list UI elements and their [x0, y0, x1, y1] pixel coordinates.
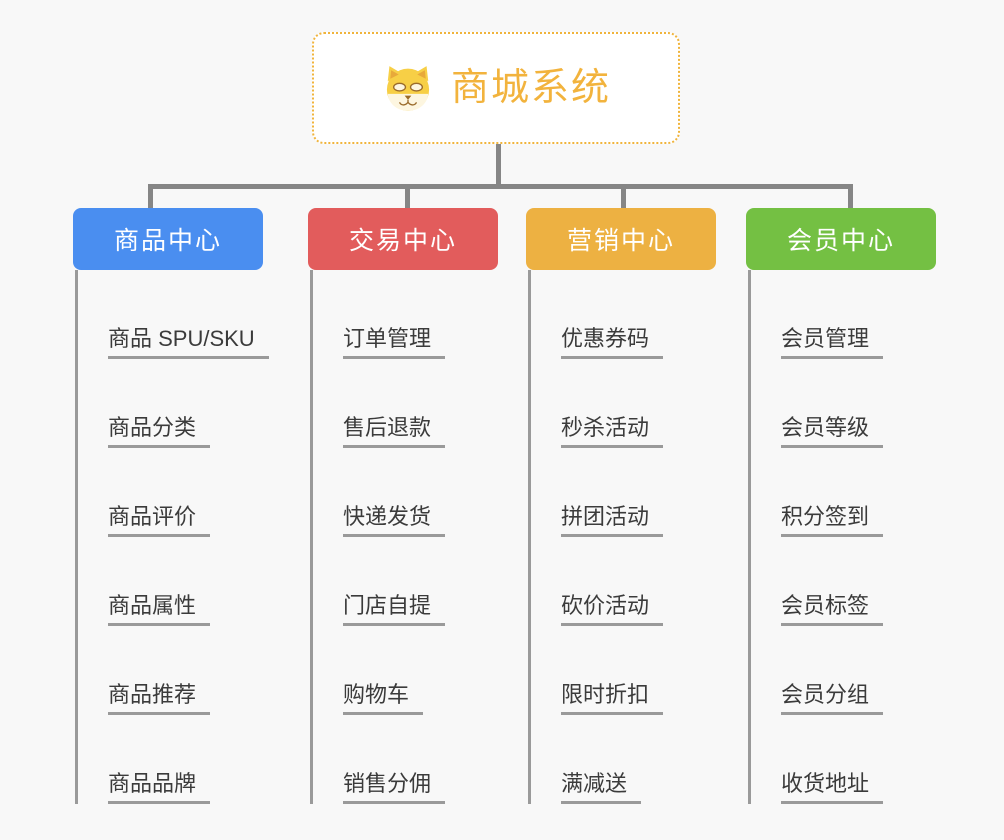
leaf-label: 会员等级	[781, 415, 884, 448]
connector-drop-2	[405, 184, 410, 208]
leaf-item[interactable]: 商品分类	[78, 359, 263, 448]
leaf-item[interactable]: 购物车	[313, 626, 498, 715]
leaf-label: 商品品牌	[108, 771, 211, 804]
leaf-label: 快递发货	[343, 504, 446, 537]
leaf-label: 会员分组	[781, 682, 884, 715]
category-header-2[interactable]: 交易中心	[308, 208, 498, 270]
leaf-item[interactable]: 售后退款	[313, 359, 498, 448]
category-column: 商品中心商品 SPU/SKU 商品分类商品评价商品属性商品推荐商品品牌	[73, 208, 269, 804]
leaf-item[interactable]: 会员标签	[751, 537, 936, 626]
category-title: 交易中心	[348, 227, 457, 255]
leaf-item[interactable]: 优惠券码	[531, 270, 716, 359]
leaf-label: 收货地址	[781, 771, 884, 804]
leaf-item[interactable]: 销售分佣	[313, 715, 498, 804]
leaf-list: 商品 SPU/SKU 商品分类商品评价商品属性商品推荐商品品牌	[75, 270, 269, 804]
category-title: 商品中心	[113, 227, 222, 255]
leaf-label: 购物车	[343, 682, 424, 715]
root-title: 商城系统	[450, 67, 611, 109]
leaf-label: 商品 SPU/SKU	[108, 326, 269, 359]
leaf-item[interactable]: 会员等级	[751, 359, 936, 448]
leaf-item[interactable]: 商品 SPU/SKU	[78, 270, 269, 359]
leaf-list: 会员管理会员等级积分签到会员标签会员分组收货地址	[748, 270, 936, 804]
leaf-label: 限时折扣	[561, 682, 664, 715]
leaf-list: 优惠券码秒杀活动拼团活动砍价活动限时折扣满减送	[528, 270, 716, 804]
leaf-label: 订单管理	[343, 326, 446, 359]
leaf-item[interactable]: 积分签到	[751, 448, 936, 537]
category-header-1[interactable]: 商品中心	[73, 208, 263, 270]
connector-horizontal-bus	[148, 184, 853, 189]
leaf-item[interactable]: 订单管理	[313, 270, 498, 359]
category-column: 交易中心订单管理售后退款快递发货门店自提购物车销售分佣	[308, 208, 498, 804]
category-title: 会员中心	[786, 227, 895, 255]
leaf-list: 订单管理售后退款快递发货门店自提购物车销售分佣	[310, 270, 498, 804]
leaf-label: 商品属性	[108, 593, 211, 626]
connector-drop-3	[621, 184, 626, 208]
leaf-item[interactable]: 商品品牌	[78, 715, 263, 804]
leaf-item[interactable]: 会员分组	[751, 626, 936, 715]
shiba-dog-icon	[386, 66, 430, 111]
category-column: 营销中心优惠券码秒杀活动拼团活动砍价活动限时折扣满减送	[526, 208, 716, 804]
connector-drop-1	[148, 184, 153, 208]
leaf-item[interactable]: 拼团活动	[531, 448, 716, 537]
leaf-item[interactable]: 秒杀活动	[531, 359, 716, 448]
leaf-item[interactable]: 门店自提	[313, 537, 498, 626]
leaf-label: 砍价活动	[561, 593, 664, 626]
category-header-4[interactable]: 会员中心	[746, 208, 936, 270]
leaf-label: 秒杀活动	[561, 415, 664, 448]
root-node[interactable]: 商城系统	[312, 32, 680, 144]
leaf-item[interactable]: 快递发货	[313, 448, 498, 537]
leaf-item[interactable]: 满减送	[531, 715, 716, 804]
leaf-label: 商品推荐	[108, 682, 211, 715]
connector-root-vertical	[496, 144, 501, 188]
leaf-item[interactable]: 会员管理	[751, 270, 936, 359]
connector-drop-4	[848, 184, 853, 208]
category-header-3[interactable]: 营销中心	[526, 208, 716, 270]
leaf-item[interactable]: 限时折扣	[531, 626, 716, 715]
leaf-label: 会员管理	[781, 326, 884, 359]
category-title: 营销中心	[566, 227, 675, 255]
category-column: 会员中心会员管理会员等级积分签到会员标签会员分组收货地址	[746, 208, 936, 804]
leaf-label: 会员标签	[781, 593, 884, 626]
leaf-item[interactable]: 商品属性	[78, 537, 263, 626]
leaf-label: 优惠券码	[561, 326, 664, 359]
leaf-item[interactable]: 收货地址	[751, 715, 936, 804]
leaf-label: 商品分类	[108, 415, 211, 448]
leaf-label: 售后退款	[343, 415, 446, 448]
leaf-item[interactable]: 砍价活动	[531, 537, 716, 626]
leaf-item[interactable]: 商品评价	[78, 448, 263, 537]
leaf-item[interactable]: 商品推荐	[78, 626, 263, 715]
leaf-label: 门店自提	[343, 593, 446, 626]
leaf-label: 满减送	[561, 771, 642, 804]
leaf-label: 积分签到	[781, 504, 884, 537]
leaf-label: 商品评价	[108, 504, 211, 537]
leaf-label: 拼团活动	[561, 504, 664, 537]
leaf-label: 销售分佣	[343, 771, 446, 804]
